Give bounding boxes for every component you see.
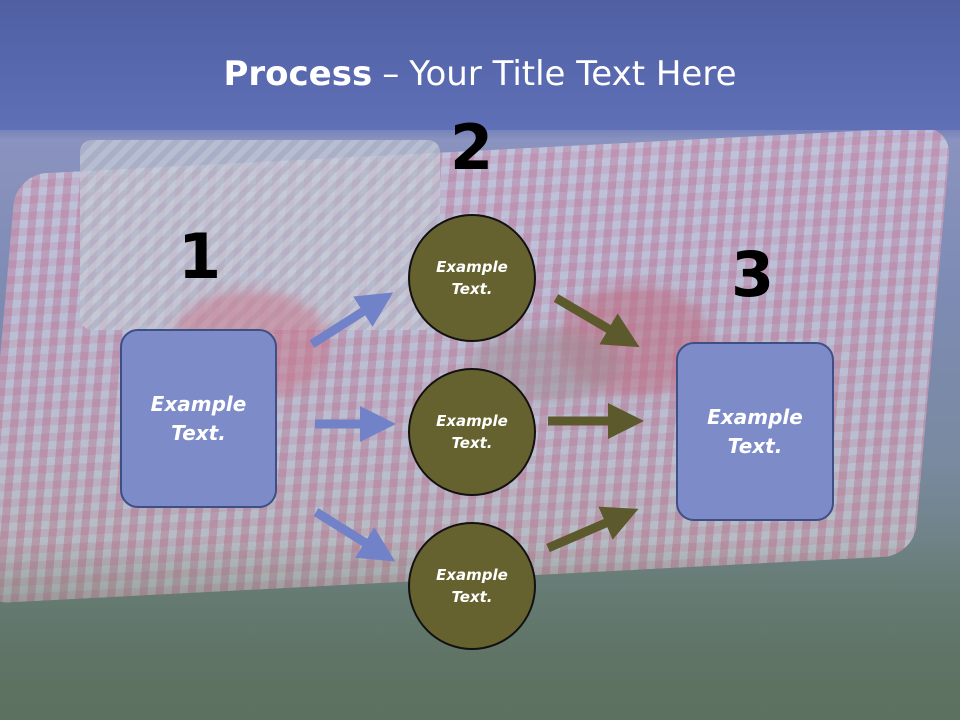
step-number-1: 1 bbox=[178, 220, 222, 293]
step3-box-text: Example Text. bbox=[707, 404, 803, 458]
title-rest: Your Title Text Here bbox=[409, 54, 737, 94]
slide-title: Process–Your Title Text Here bbox=[0, 54, 960, 94]
step2-circle-bottom[interactable]: Example Text. bbox=[408, 522, 536, 650]
step-number-2: 2 bbox=[450, 111, 494, 184]
arrow-box1-to-circle-top bbox=[309, 292, 394, 348]
step1-box-text: Example Text. bbox=[150, 391, 247, 445]
arrow-box1-to-circle-bottom bbox=[313, 508, 396, 562]
step1-box[interactable]: Example Text. bbox=[120, 329, 277, 508]
title-separator: – bbox=[382, 54, 400, 94]
step3-box[interactable]: Example Text. bbox=[676, 342, 834, 521]
step2-circle-bottom-text: Example Text. bbox=[436, 565, 508, 607]
step2-circle-top[interactable]: Example Text. bbox=[408, 214, 536, 342]
step2-circle-top-text: Example Text. bbox=[436, 257, 508, 299]
title-bar bbox=[0, 0, 960, 130]
step2-circle-middle-text: Example Text. bbox=[436, 411, 508, 453]
arrow-circle-bottom-to-box3 bbox=[546, 506, 639, 553]
step2-circle-middle[interactable]: Example Text. bbox=[408, 368, 536, 496]
arrow-circle-top-to-box3 bbox=[553, 294, 640, 348]
step-number-3: 3 bbox=[731, 238, 775, 311]
title-strong: Process bbox=[223, 54, 373, 94]
